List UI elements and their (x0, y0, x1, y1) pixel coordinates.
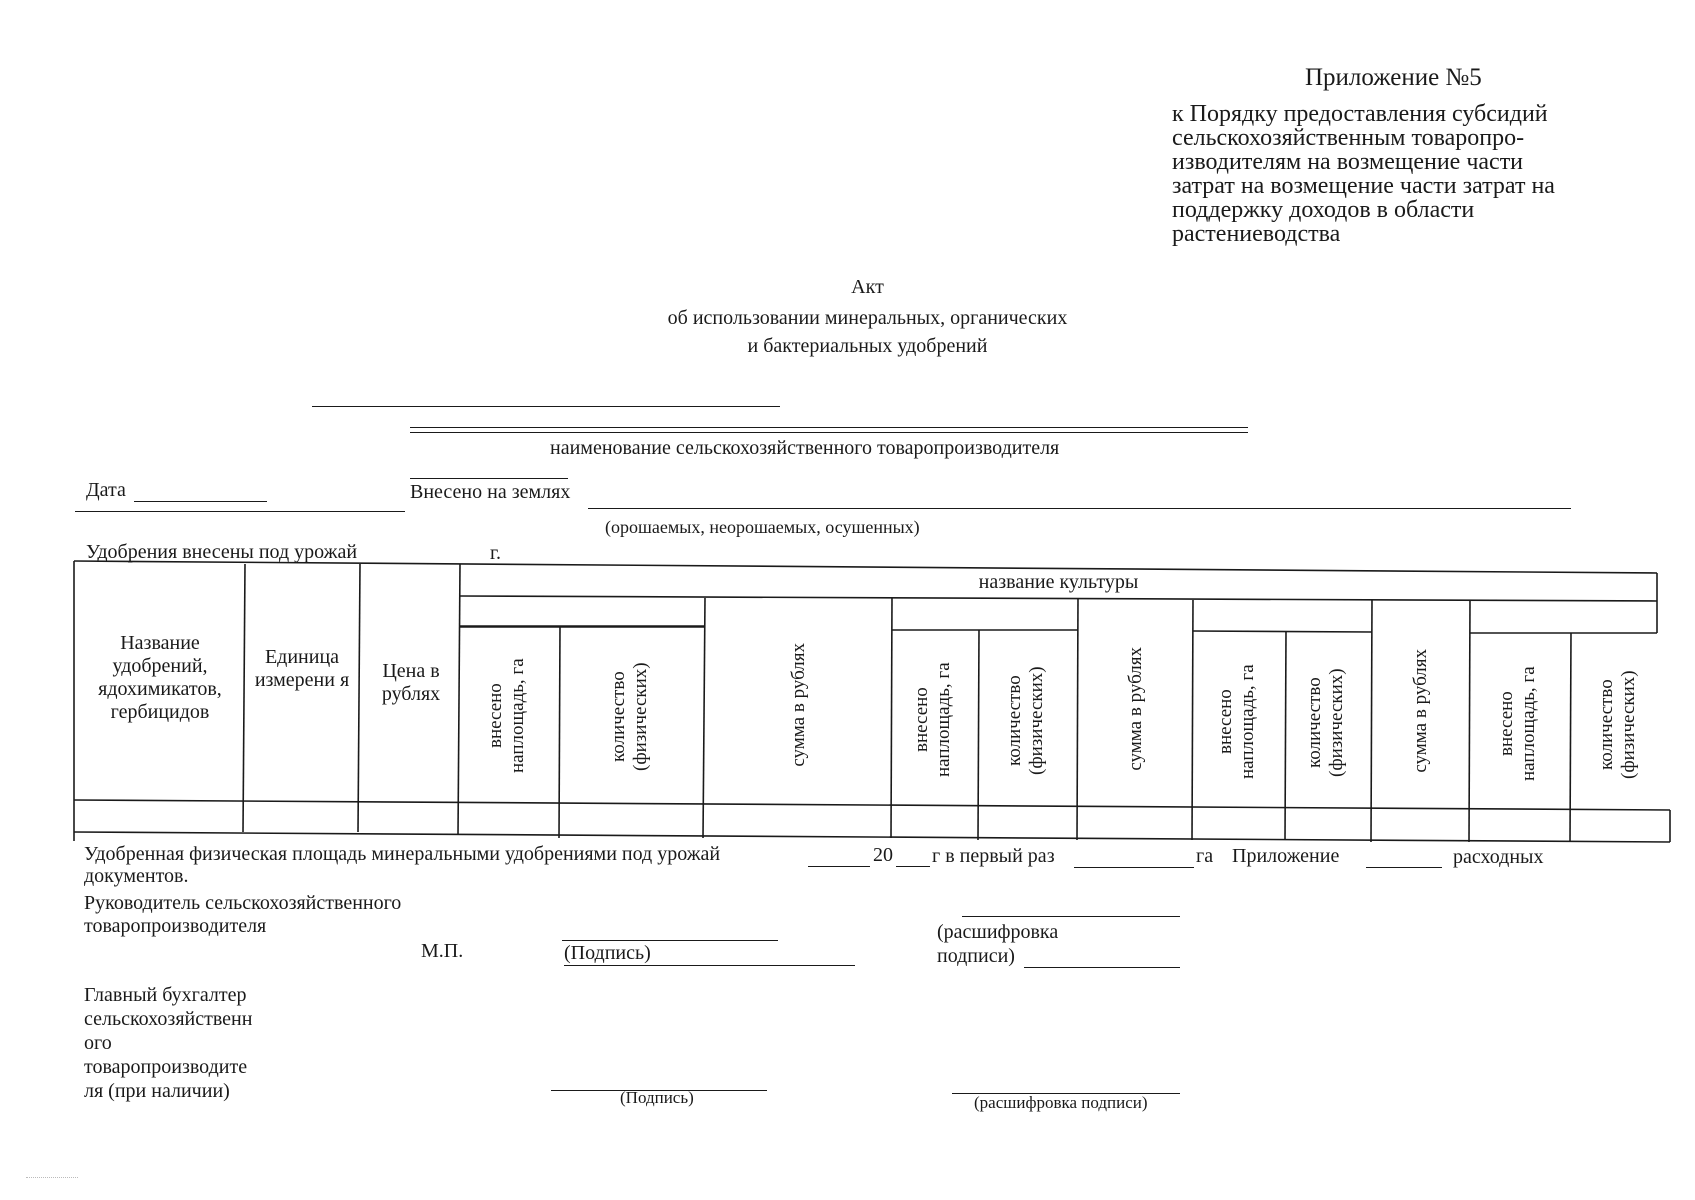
appendix-line: растениеводства (1172, 221, 1341, 247)
head-title-line1: Руководитель сельскохозяйственного (84, 892, 402, 914)
harvest-year-suffix: г. (490, 542, 501, 564)
sum-header: сумма в рублях (787, 643, 809, 767)
chief-accountant-line: сельскохозяйственн (84, 1008, 253, 1030)
decode-caption-line2: подписи) (937, 945, 1015, 967)
group1-qty-cell: количество (физических) (560, 632, 705, 800)
appendix-line: к Порядку предоставления субсидий (1172, 101, 1548, 127)
head-decode-field[interactable] (962, 916, 1180, 917)
area-header: внесено наплощадь, га (1495, 666, 1539, 782)
signature-caption-underline (564, 965, 855, 966)
col-price-header: Цена в рублях (381, 660, 441, 705)
group2-qty-cell: количество (физических) (979, 636, 1078, 804)
group4-qty-cell: количество (физических) (1571, 640, 1670, 808)
act-subtitle-line1: об использовании минеральных, органическ… (667, 307, 1068, 329)
col-name-header: Название удобрений, ядохимикатов, гербиц… (98, 632, 222, 723)
chief-accountant-line: товаропроизводите (84, 1056, 248, 1078)
group3-sum-cell: сумма в рублях (1372, 616, 1470, 806)
producer-name-line[interactable] (410, 427, 1248, 428)
appendix-line: изводителям на возмещение части (1172, 149, 1524, 175)
appendix-line: поддержку доходов в области (1172, 197, 1475, 223)
producer-name-line[interactable] (410, 432, 1248, 433)
producer-caption: наименование сельскохозяйственного товар… (550, 437, 1060, 459)
qty-header: количество (физических) (1003, 665, 1047, 775)
chief-accountant-line: ля (при наличии) (84, 1080, 230, 1102)
head-signature-field[interactable] (562, 940, 778, 941)
group-header-bottom (1192, 630, 1373, 633)
signature-caption: (Подпись) (564, 942, 651, 964)
qty-header: количество (физических) (1304, 667, 1347, 777)
col-separator (1468, 599, 1471, 843)
accountant-decode-field[interactable] (952, 1093, 1180, 1094)
group1-sum-cell: сумма в рублях (705, 610, 892, 800)
first-time-area-field[interactable] (1074, 867, 1194, 868)
group3-area-cell: внесено наплощадь, га (1193, 638, 1286, 806)
expense-docs-text-cont: документов. (84, 865, 189, 887)
appendix-line: затрат на возмещение части затрат на (1172, 173, 1555, 199)
lands-overline (410, 478, 568, 479)
group4-area-cell: внесено наплощадь, га (1470, 640, 1571, 808)
act-title: Акт (851, 276, 884, 298)
accountant-decode-caption: (расшифровка подписи) (974, 1093, 1148, 1112)
head-title-line2: товаропроизводителя (84, 915, 267, 937)
area-header: внесено наплощадь, га (910, 662, 954, 778)
decode-underline (1024, 967, 1180, 968)
col-separator (1191, 599, 1194, 841)
appendix-title: Приложение №5 (1305, 64, 1482, 91)
lands-caption: (орошаемых, неорошаемых, осушенных) (605, 517, 920, 537)
group2-sum-cell: сумма в рублях (1078, 614, 1193, 804)
col-separator (357, 563, 361, 833)
appendix-reference: к Порядку предоставления субсидий сельск… (1172, 102, 1612, 246)
accountant-signature-caption: (Подпись) (620, 1088, 694, 1107)
fertilized-area-text: Удобренная физическая площадь минеральны… (84, 843, 721, 865)
col-separator (242, 563, 246, 833)
col-separator (1284, 631, 1287, 841)
table-top-border (73, 560, 1658, 574)
col-separator (890, 597, 893, 839)
col-separator (1370, 599, 1373, 843)
sum-header: сумма в рублях (1410, 649, 1431, 773)
area-header: внесено наплощадь, га (1214, 664, 1258, 780)
crop-header-bottom (459, 595, 1658, 602)
col-unit-header: Единица измерени я (254, 646, 350, 691)
accountant-signature-field[interactable] (551, 1090, 767, 1091)
year-suffix-field[interactable] (896, 866, 930, 867)
group3-qty-cell: количество (физических) (1286, 638, 1372, 806)
area-header: внесено наплощадь, га (485, 658, 528, 774)
row-separator (73, 799, 1671, 811)
ha-unit: га (1196, 845, 1214, 867)
year-prefix: 20 (873, 844, 893, 866)
chief-accountant-line: ого (84, 1032, 112, 1054)
qty-header: количество (физических) (607, 661, 651, 771)
crop-header: название культуры (978, 571, 1139, 593)
group2-area-cell: внесено наплощадь, га (892, 636, 979, 804)
harvest-label: Удобрения внесены под урожай (86, 541, 358, 563)
act-subtitle-line2: и бактериальных удобрений (747, 335, 988, 357)
col-separator (1569, 632, 1572, 843)
lands-label: Внесено на землях (410, 481, 571, 503)
lands-field[interactable] (588, 508, 1571, 509)
producer-name-line[interactable] (312, 406, 780, 407)
date-underline (75, 511, 405, 512)
first-time-text: г в первый раз (932, 845, 1055, 867)
chief-accountant-line: Главный бухгалтер (84, 984, 247, 1006)
col-separator (702, 597, 706, 839)
date-field[interactable] (134, 501, 267, 502)
scan-artifact (26, 1177, 78, 1178)
group1-area-cell: внесено наплощадь, га (460, 632, 560, 800)
sum-header: сумма в рублях (1124, 647, 1146, 771)
harvest-year-field[interactable] (808, 866, 870, 867)
appendix-count-field[interactable] (1366, 867, 1442, 868)
expense-docs-text: расходных (1453, 846, 1544, 868)
decode-caption-line1: (расшифровка (937, 921, 1059, 943)
col-separator (457, 563, 461, 836)
appendix-label: Приложение (1232, 845, 1340, 867)
date-label: Дата (86, 479, 126, 501)
col-separator (1076, 597, 1079, 841)
stamp-place: М.П. (421, 940, 464, 962)
appendix-line: сельскохозяйственным товаропро- (1172, 125, 1525, 151)
table-bottom-border (73, 831, 1671, 843)
qty-header: количество (физических) (1595, 669, 1639, 779)
